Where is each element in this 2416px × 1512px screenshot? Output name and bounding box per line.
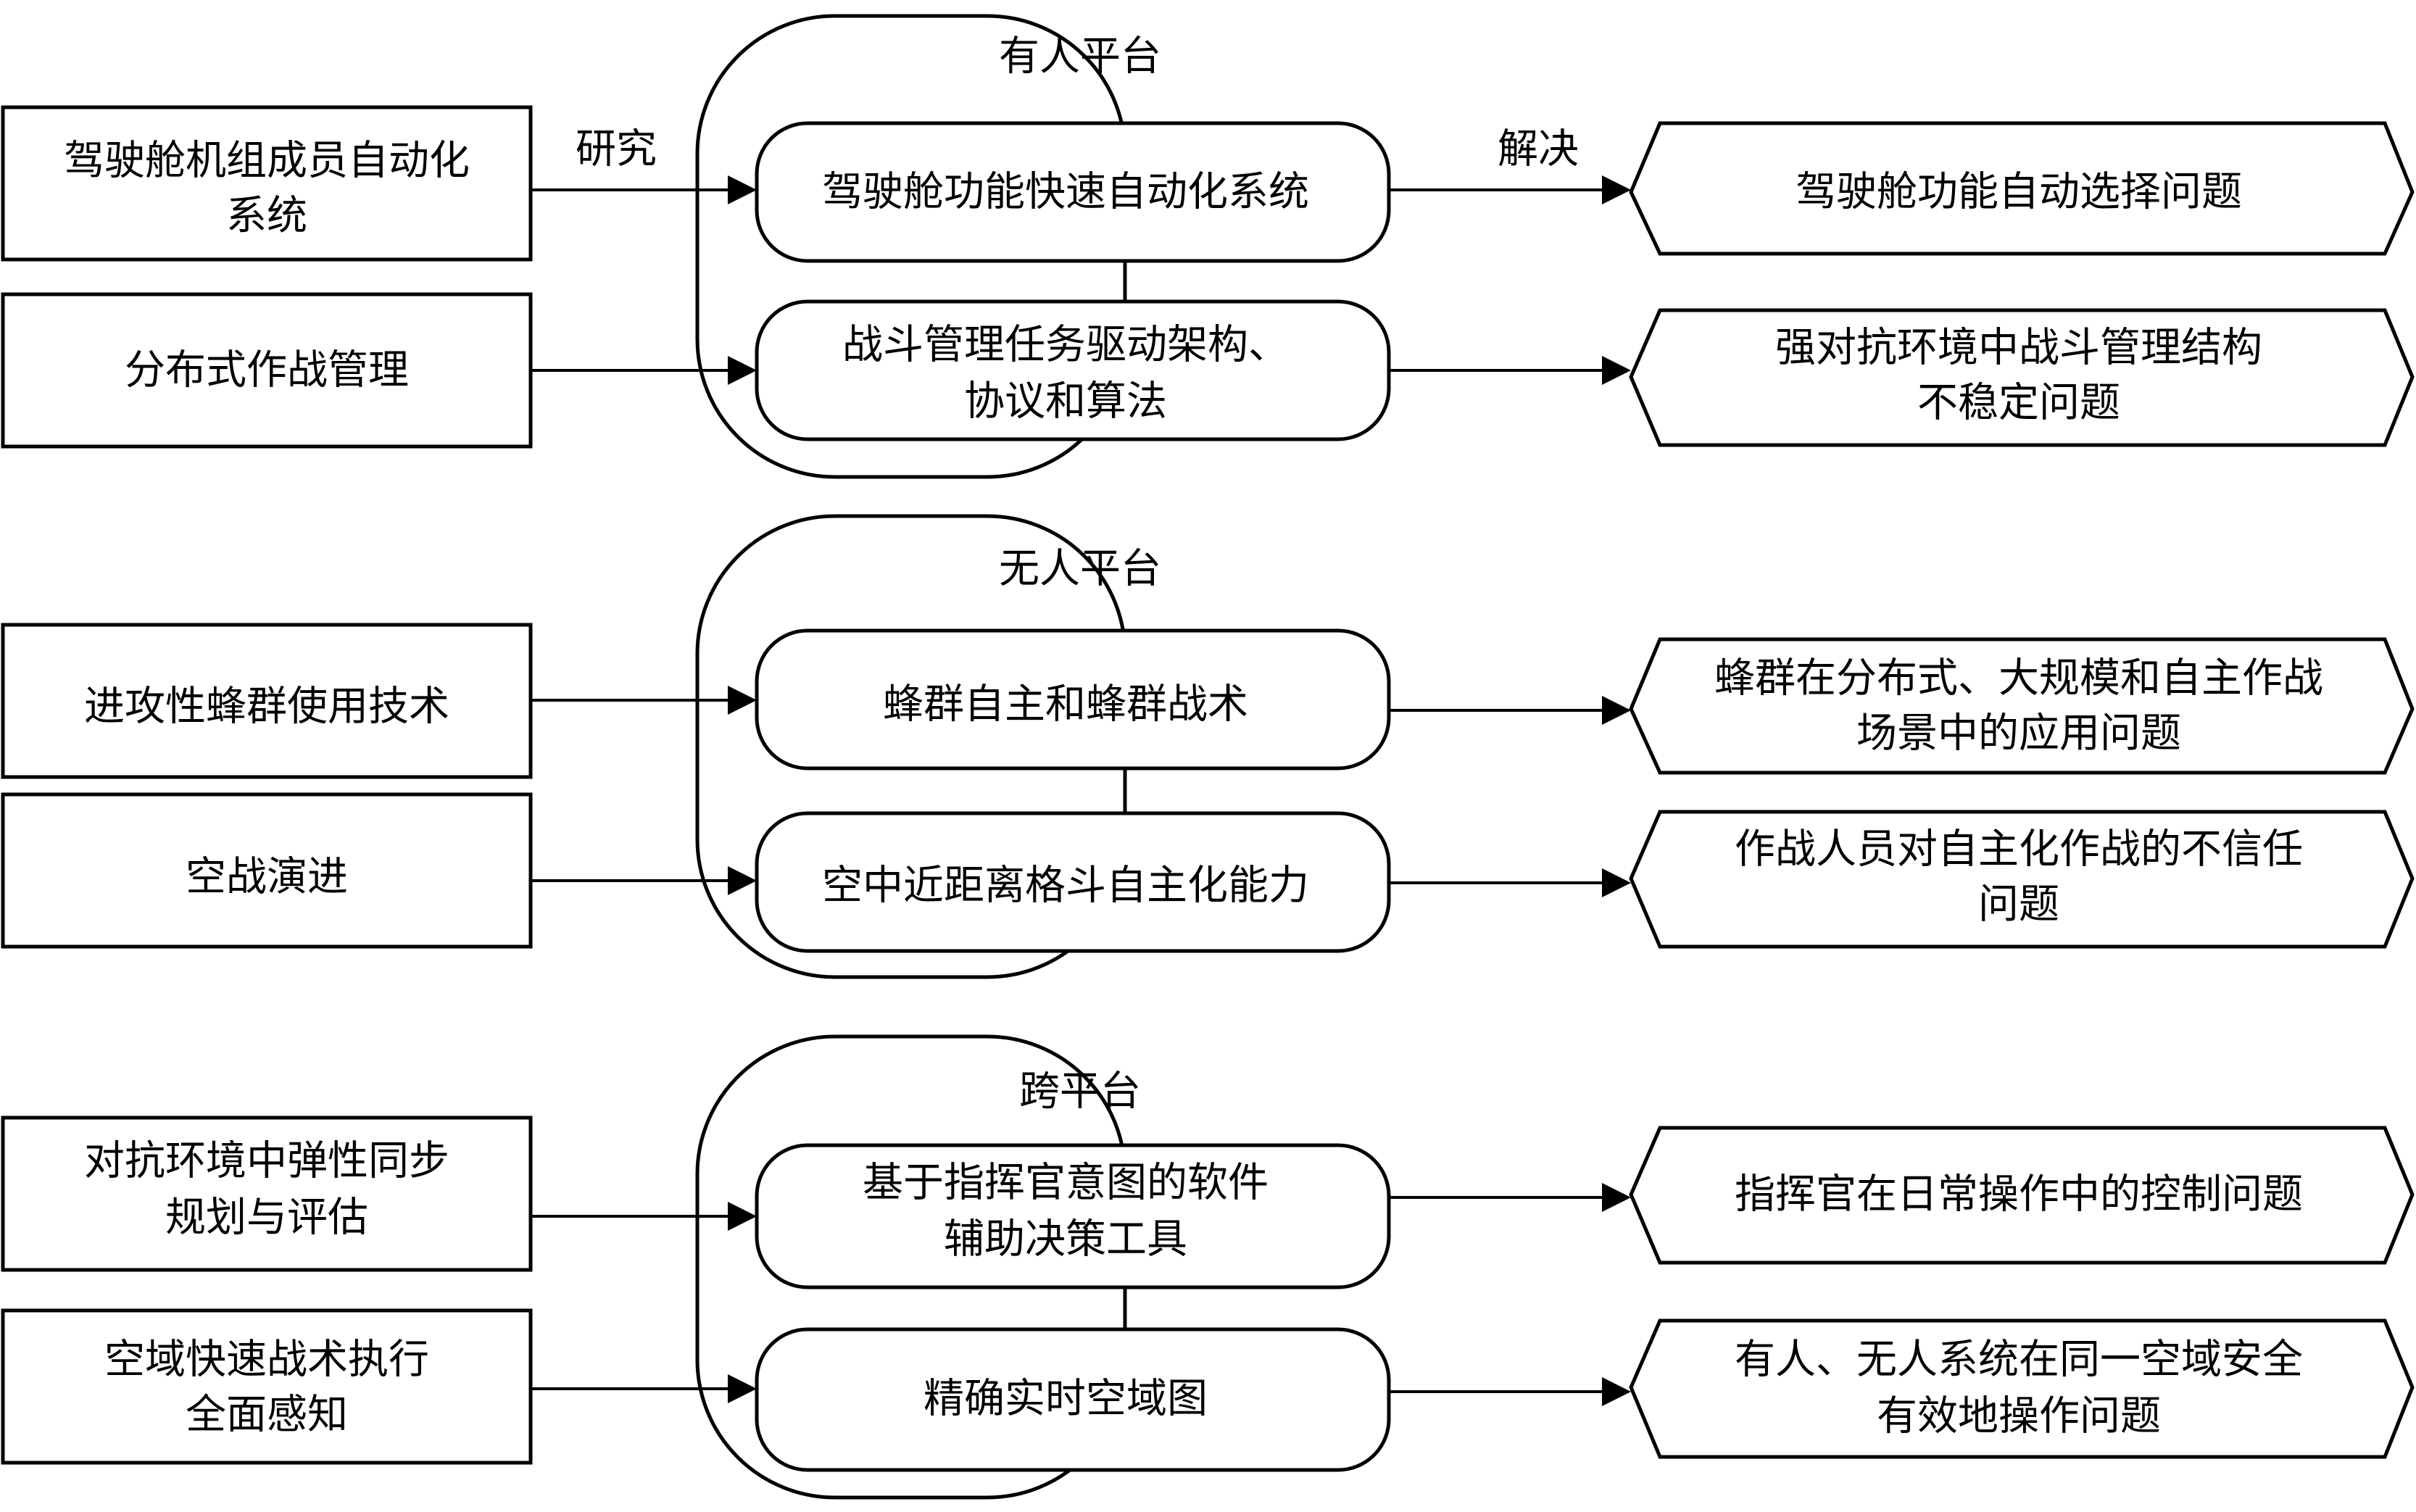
problem-label-line: 指挥官在日常操作中的控制问题 xyxy=(1735,1171,2303,1218)
group-title-manned: 有人平台 xyxy=(999,33,1161,80)
capability-label-line: 战斗管理任务驱动架构、 xyxy=(842,322,1289,369)
capability-box-realtime-airspace-map xyxy=(755,1327,1391,1472)
problem-label-line: 有人、无人系统在同一空域安全 xyxy=(1735,1337,2303,1384)
source-label-line: 空域快速战术执行 xyxy=(104,1337,429,1384)
source-label-line: 进攻性蜂群使用技术 xyxy=(84,684,449,731)
source-box-airspace-awareness xyxy=(1,1308,533,1465)
problem-box-commander-control xyxy=(1629,1126,2415,1265)
problem-box-swarm-application xyxy=(1629,637,2415,775)
problem-box-battle-management-instability xyxy=(1629,308,2415,447)
capability-label-line: 驾驶舱功能快速自动化系统 xyxy=(822,169,1309,216)
capability-label-line: 辅助决策工具 xyxy=(944,1216,1187,1263)
problem-box-operator-distrust xyxy=(1629,810,2415,949)
group-title-unmanned: 无人平台 xyxy=(999,546,1161,593)
problem-label-line: 强对抗环境中战斗管理结构 xyxy=(1775,325,2262,372)
capability-label-line: 蜂群自主和蜂群战术 xyxy=(883,681,1248,728)
source-label-line: 全面感知 xyxy=(186,1392,348,1439)
capability-box-swarm-autonomy xyxy=(755,628,1391,770)
capability-box-commander-intent-tool xyxy=(755,1143,1391,1289)
problem-box-shared-airspace-operation xyxy=(1629,1318,2415,1459)
source-box-cockpit-crew-automation xyxy=(1,105,533,262)
source-label-line: 分布式作战管理 xyxy=(125,347,409,394)
capability-label-line: 协议和算法 xyxy=(964,378,1167,425)
edge-label-research: 研究 xyxy=(576,126,657,173)
problem-label-line: 不稳定问题 xyxy=(1917,380,2120,427)
capability-label-line: 精确实时空域图 xyxy=(923,1376,1208,1423)
source-box-resilient-planning xyxy=(1,1116,533,1272)
source-label-line: 规划与评估 xyxy=(165,1195,368,1242)
problem-label-line: 问题 xyxy=(1978,881,2059,929)
capability-box-cockpit-fast-automation xyxy=(755,121,1391,263)
problem-box-cockpit-function-selection xyxy=(1629,121,2415,256)
source-box-air-combat-evolution xyxy=(1,792,533,949)
source-label-line: 驾驶舱机组成员自动化 xyxy=(64,138,470,185)
source-label-line: 系统 xyxy=(226,193,307,240)
capability-label-line: 空中近距离格斗自主化能力 xyxy=(822,863,1309,910)
source-label-line: 对抗环境中弹性同步 xyxy=(84,1138,449,1185)
problem-label-line: 有效地操作问题 xyxy=(1877,1393,2161,1440)
problem-label-line: 作战人员对自主化作战的不信任 xyxy=(1735,826,2303,873)
capability-label-line: 基于指挥官意图的软件 xyxy=(863,1160,1269,1207)
group-title-cross: 跨平台 xyxy=(1019,1068,1141,1116)
problem-label-line: 驾驶舱功能自动选择问题 xyxy=(1796,169,2242,216)
problem-label-line: 蜂群在分布式、大规模和自主作战 xyxy=(1714,655,2323,702)
edge-label-solve: 解决 xyxy=(1498,126,1579,173)
source-label-line: 空战演进 xyxy=(186,854,348,901)
problem-label-line: 场景中的应用问题 xyxy=(1856,710,2181,757)
